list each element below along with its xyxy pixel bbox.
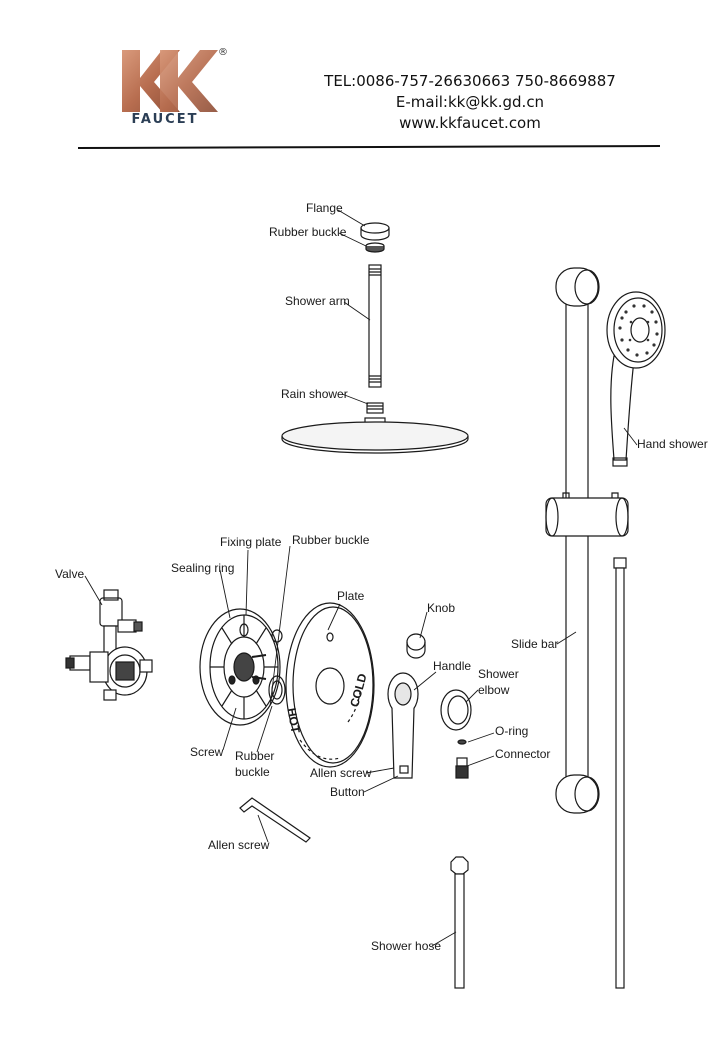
label-sealing-ring: Sealing ring (171, 561, 234, 575)
slide-bar-part (545, 267, 629, 814)
shower-arm-part (368, 264, 382, 388)
o-ring-part (457, 739, 467, 745)
label-fixing-plate: Fixing plate (220, 535, 282, 549)
rubber-buckle-top-part (365, 242, 385, 253)
fixing-plate-part (199, 608, 281, 726)
contact-email: E-mail:kk@kk.gd.cn (395, 93, 545, 111)
knob-part (406, 633, 426, 659)
rubber-buckle-mid-part (271, 629, 283, 643)
shower-hose-part (450, 856, 469, 989)
label-shower-arm: Shower arm (285, 294, 350, 308)
label-o-ring: O-ring (495, 724, 528, 738)
shower-hose-long-part (613, 557, 627, 989)
registered-mark: ® (218, 47, 228, 58)
connector-part (455, 757, 469, 779)
label-rubber-buckle-low-1: Rubber (235, 749, 274, 763)
label-screw: Screw (190, 745, 224, 759)
allen-key-part (239, 797, 311, 843)
label-allen-screw-key: Allen screw (208, 838, 270, 852)
label-shower-elbow-2: elbow (478, 683, 510, 697)
label-hand-shower: Hand shower (637, 437, 708, 451)
label-rubber-buckle-top: Rubber buckle (269, 225, 347, 239)
shower-elbow-part (440, 689, 472, 731)
hand-shower-part (606, 291, 666, 467)
label-rubber-buckle-mid: Rubber buckle (292, 533, 370, 547)
cover-plate-part (285, 602, 375, 768)
label-allen-screw-plate: Allen screw (310, 766, 372, 780)
kk-logo (122, 50, 218, 112)
plate-hot-marking: HOT (284, 707, 302, 735)
label-button: Button (330, 785, 365, 799)
brand-name: FAUCET (131, 112, 199, 127)
label-plate: Plate (337, 589, 365, 603)
label-slide-bar: Slide bar (511, 637, 558, 651)
label-flange: Flange (306, 201, 343, 215)
label-handle: Handle (433, 659, 471, 673)
label-shower-hose: Shower hose (371, 939, 441, 953)
label-rain-shower: Rain shower (281, 387, 348, 401)
contact-website[interactable]: www.kkfaucet.com (399, 114, 541, 132)
rain-shower-part (281, 402, 469, 454)
label-valve: Valve (55, 567, 84, 581)
leader-lines (84, 209, 638, 947)
label-knob: Knob (427, 601, 455, 615)
handle-part (387, 672, 419, 779)
label-shower-elbow-1: Shower (478, 667, 519, 681)
label-connector: Connector (495, 747, 550, 761)
header-rule (77, 145, 661, 149)
valve-part (65, 589, 153, 701)
contact-phone: TEL:0086-757-26630663 750-8669887 (324, 72, 616, 90)
flange-part (360, 222, 390, 241)
label-rubber-buckle-low-2: buckle (235, 765, 270, 779)
